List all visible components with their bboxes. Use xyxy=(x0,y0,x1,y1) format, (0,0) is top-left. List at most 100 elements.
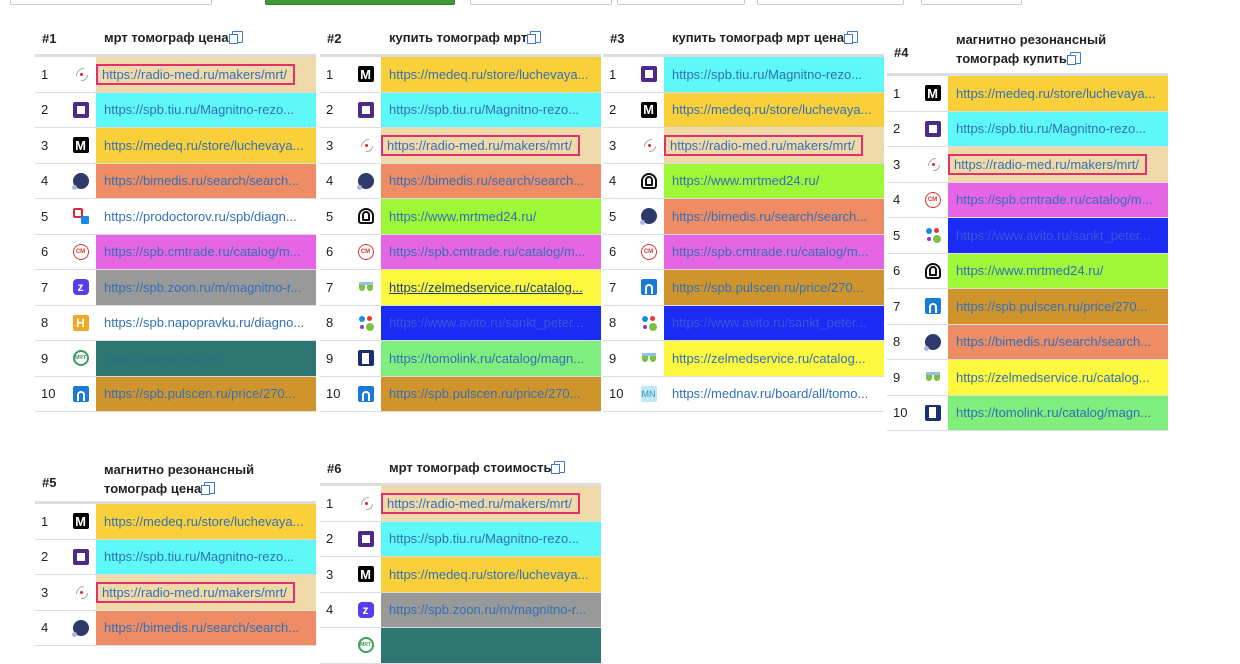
result-url-link[interactable]: https://bimedis.ru/search/search... xyxy=(664,199,884,234)
result-url-link[interactable]: https://bimedis.ru/search/search... xyxy=(381,163,601,198)
medeq-m-icon: M xyxy=(357,566,374,583)
copy-icon[interactable] xyxy=(844,31,859,44)
result-url-link[interactable]: https://spb.tiu.ru/Magnitno-rezo... xyxy=(381,521,601,556)
rank: 2 xyxy=(41,549,49,565)
result-url-link[interactable]: https://medeq.ru/store/luchevaya... xyxy=(381,57,601,92)
result-url-link[interactable]: https://zelmedservice.ru/catalog... xyxy=(664,341,884,376)
result-url-link[interactable]: https://spb.cmtrade.ru/catalog/m... xyxy=(381,234,601,269)
keyword-table-5: #5 магнитно резонансный томограф цена 1 … xyxy=(35,455,316,646)
table-row: 3 https://radio-med.ru/makers/mrt/ xyxy=(35,575,316,611)
table-row: 8 https://bimedis.ru/search/search... xyxy=(887,324,1168,360)
keyword-table-3: #3 купить томограф мрт цена 1 https://sp… xyxy=(603,25,884,412)
result-url-link[interactable]: https://bimedis.ru/search/search... xyxy=(96,163,316,198)
result-url-link[interactable]: https://www.mrtmed24.ru/ xyxy=(664,163,884,198)
result-url-link[interactable]: https://radio-med.ru/makers/mrt/ xyxy=(96,57,316,92)
result-url-link[interactable]: https://zelmedservice.ru/catalog... xyxy=(381,270,601,305)
result-url-link[interactable]: https://www.avito.ru/sankt_peter... xyxy=(948,218,1168,253)
result-url-link[interactable]: https://radio-med.ru/makers/mrt/ xyxy=(381,128,601,163)
result-url-link[interactable]: https://medeq.ru/store/luchevaya... xyxy=(96,504,316,539)
result-url-link[interactable]: https://medeq.ru/store/luchevaya... xyxy=(664,92,884,127)
mrtmed24-icon xyxy=(640,172,657,189)
table-row: 4 https://bimedis.ru/search/search... xyxy=(35,163,316,199)
result-url-link[interactable]: https://www.avito.ru/sankt_peter... xyxy=(381,305,601,340)
vsemrt-icon: MRT xyxy=(72,350,89,367)
toolbar-field-1[interactable] xyxy=(10,0,212,5)
result-url-link[interactable]: https://radio-med.ru/makers/mrt/ xyxy=(96,575,316,610)
table-row: 8 https://www.avito.ru/sankt_peter... xyxy=(320,305,601,341)
result-url-link[interactable]: https://spb.tiu.ru/Magnitno-rezo... xyxy=(96,92,316,127)
medeq-m-icon: M xyxy=(72,137,89,154)
result-url-link[interactable]: https://spb.pulscen.ru/price/270... xyxy=(664,270,884,305)
rank: 5 xyxy=(326,208,334,224)
result-url-link[interactable]: https://spb.tiu.ru/Magnitno-rezo... xyxy=(664,57,884,92)
mednav-mn-icon: MN xyxy=(640,385,657,402)
result-url-link[interactable]: https://spb.tiu.ru/Magnitno-rezo... xyxy=(96,539,316,574)
result-url-link[interactable]: https://spb.napopravku.ru/diagno... xyxy=(96,305,316,340)
table-row: 2 https://spb.tiu.ru/Magnitno-rezo... xyxy=(320,92,601,128)
result-url-link[interactable]: https://bimedis.ru/search/search... xyxy=(948,324,1168,359)
table-row: 8 https://www.avito.ru/sankt_peter... xyxy=(603,305,884,341)
rank: 3 xyxy=(326,137,334,153)
result-url-link[interactable]: https://bimedis.ru/search/search... xyxy=(96,610,316,645)
table-row: 7 z https://spb.zoon.ru/m/magnitno-r... xyxy=(35,270,316,306)
result-url-link[interactable]: https://spb.zoon.ru/m/magnitno-r... xyxy=(381,592,601,627)
table-row: 3 https://radio-med.ru/makers/mrt/ xyxy=(603,128,884,164)
result-url-link[interactable] xyxy=(381,628,601,663)
result-url-link[interactable]: https://medeq.ru/store/luchevaya... xyxy=(96,128,316,163)
result-url-link[interactable]: https://spb.pulscen.ru/price/270... xyxy=(381,376,601,411)
toolbar-field-5[interactable] xyxy=(921,0,1022,5)
medeq-m-icon: M xyxy=(924,85,941,102)
toolbar-submit-button[interactable] xyxy=(265,0,455,5)
result-url-link[interactable]: https://prodoctorov.ru/spb/diagn... xyxy=(96,199,316,234)
copy-icon[interactable] xyxy=(527,31,542,44)
rank: 3 xyxy=(41,584,49,600)
rank: 3 xyxy=(609,137,617,153)
result-url-link[interactable]: https://spb.cmtrade.ru/catalog/m... xyxy=(948,182,1168,217)
zelmedservice-icon xyxy=(641,350,657,366)
result-url-link[interactable]: https://radio-med.ru/makers/mrt/ xyxy=(948,147,1168,182)
table-row: 1 https://radio-med.ru/makers/mrt/ xyxy=(35,57,316,93)
table-row: 9 https://zelmedservice.ru/catalog... xyxy=(603,341,884,377)
copy-icon[interactable] xyxy=(201,482,216,495)
table-number: #5 xyxy=(42,475,57,490)
copy-icon[interactable] xyxy=(228,31,243,44)
result-url-link[interactable]: https://medeq.ru/store/luchevaya... xyxy=(948,76,1168,111)
rank: 1 xyxy=(326,495,334,511)
result-url-link[interactable]: https://radio-med.ru/makers/mrt/ xyxy=(664,128,884,163)
result-url-link[interactable]: https://radio-med.ru/makers/mrt/ xyxy=(381,486,601,521)
toolbar-field-3[interactable] xyxy=(617,0,745,5)
result-url-link[interactable]: https://tomolink.ru/catalog/magn... xyxy=(948,395,1168,430)
result-url-link[interactable]: https://spb.cmtrade.ru/catalog/m... xyxy=(96,234,316,269)
table-row: 4 https://bimedis.ru/search/search... xyxy=(320,163,601,199)
result-url-link[interactable]: https://spb.tiu.ru/Magnitno-rezo... xyxy=(948,111,1168,146)
result-url-link[interactable]: https://spb.pulscen.ru/price/270... xyxy=(96,376,316,411)
table-row: 7 https://spb.pulscen.ru/price/270... xyxy=(887,289,1168,325)
tiu-square-icon xyxy=(924,120,941,137)
result-url-link[interactable]: https://spb.cmtrade.ru/catalog/m... xyxy=(664,234,884,269)
result-url-link[interactable]: https://medeq.ru/store/luchevaya... xyxy=(381,557,601,592)
pulscen-arch-icon xyxy=(72,385,89,402)
rank: 5 xyxy=(41,208,49,224)
toolbar-field-4[interactable] xyxy=(757,0,904,5)
table-number: #3 xyxy=(610,31,625,46)
radio-wave-icon xyxy=(73,584,89,600)
table-row: MRT xyxy=(320,628,601,664)
result-url-link[interactable]: https://www.mrtmed24.ru/ xyxy=(948,253,1168,288)
result-url-link[interactable]: https://spb.pulscen.ru/price/270... xyxy=(948,289,1168,324)
rank: 8 xyxy=(893,334,901,350)
result-url-link[interactable]: https://vsemrt.ru/mrt/ xyxy=(96,341,316,376)
rank: 1 xyxy=(41,66,49,82)
table-row: 7 https://spb.pulscen.ru/price/270... xyxy=(603,270,884,306)
medeq-m-icon: M xyxy=(357,66,374,83)
table-row: 9 https://tomolink.ru/catalog/magn... xyxy=(320,341,601,377)
result-url-link[interactable]: https://spb.zoon.ru/m/magnitno-r... xyxy=(96,270,316,305)
result-url-link[interactable]: https://spb.tiu.ru/Magnitno-rezo... xyxy=(381,92,601,127)
result-url-link[interactable]: https://mednav.ru/board/all/tomo... xyxy=(664,376,884,411)
result-url-link[interactable]: https://zelmedservice.ru/catalog... xyxy=(948,360,1168,395)
result-url-link[interactable]: https://www.avito.ru/sankt_peter... xyxy=(664,305,884,340)
copy-icon[interactable] xyxy=(551,461,566,474)
result-url-link[interactable]: https://tomolink.ru/catalog/magn... xyxy=(381,341,601,376)
result-url-link[interactable]: https://www.mrtmed24.ru/ xyxy=(381,199,601,234)
copy-icon[interactable] xyxy=(1066,52,1081,65)
toolbar-field-2[interactable] xyxy=(470,0,612,5)
